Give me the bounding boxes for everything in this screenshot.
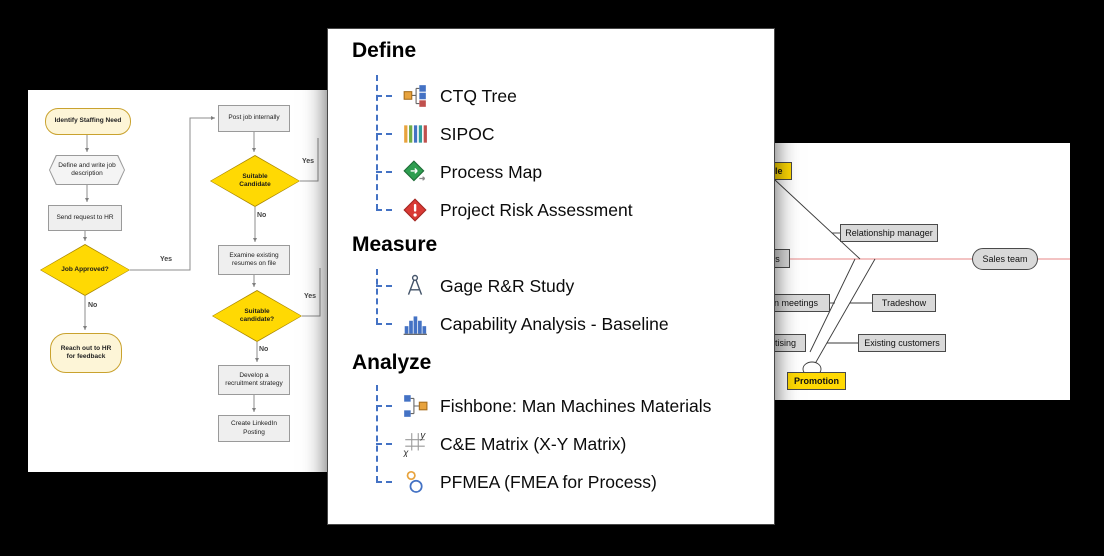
tree-line bbox=[376, 269, 378, 324]
process-map-icon bbox=[402, 159, 428, 185]
tool-item-ctq-tree[interactable]: CTQ Tree bbox=[376, 77, 760, 115]
section-heading-measure: Measure bbox=[352, 233, 438, 256]
tool-item-label: C&E Matrix (X-Y Matrix) bbox=[440, 433, 627, 454]
flow-node-suitable-candidate[interactable]: Suitable Candidate bbox=[210, 155, 300, 207]
flowchart-panel: Identify Staffing Need Define and write … bbox=[28, 90, 358, 472]
gage-rr-icon bbox=[402, 273, 428, 299]
branch-label-yes: Yes bbox=[302, 158, 315, 165]
tool-item-capability-analysis[interactable]: Capability Analysis - Baseline bbox=[376, 305, 760, 343]
tool-item-project-risk-assessment[interactable]: Project Risk Assessment bbox=[376, 191, 760, 229]
tool-item-label: Fishbone: Man Machines Materials bbox=[440, 395, 712, 416]
tool-item-process-map[interactable]: Process Map bbox=[376, 153, 760, 191]
tree-branch bbox=[376, 443, 392, 445]
tree-branch bbox=[376, 481, 392, 483]
tree-branch bbox=[376, 209, 392, 211]
fishbone-node-relationship-manager[interactable]: Relationship manager bbox=[840, 224, 938, 242]
tool-item-label: CTQ Tree bbox=[440, 85, 517, 106]
tool-item-gage-rr-study[interactable]: Gage R&R Study bbox=[376, 267, 760, 305]
tree-line bbox=[376, 385, 378, 482]
tree-line bbox=[376, 75, 378, 210]
flow-node-examine-resumes[interactable]: Examine existing resumes on file bbox=[218, 245, 290, 275]
fishbone-panel: ple Relationship manager ers Sales team … bbox=[755, 143, 1070, 400]
tool-item-fishbone[interactable]: Fishbone: Man Machines Materials bbox=[376, 387, 760, 425]
toolbox-panel: Define CTQ Tree bbox=[327, 28, 775, 525]
fishbone-node-tradeshow[interactable]: Tradeshow bbox=[872, 294, 936, 312]
fishbone-node-promotion[interactable]: Promotion bbox=[787, 372, 846, 390]
flow-node-develop-strategy[interactable]: Develop a recruitment strategy bbox=[218, 365, 290, 395]
tree-branch bbox=[376, 323, 392, 325]
tool-item-ce-matrix[interactable]: χ y C&E Matrix (X-Y Matrix) bbox=[376, 425, 760, 463]
tool-item-label: Capability Analysis - Baseline bbox=[440, 313, 669, 334]
svg-text:χ: χ bbox=[402, 448, 409, 457]
tool-item-pfmea[interactable]: PFMEA (FMEA for Process) bbox=[376, 463, 760, 501]
section-heading-analyze: Analyze bbox=[352, 351, 432, 374]
tool-item-label: PFMEA (FMEA for Process) bbox=[440, 471, 657, 492]
branch-label-yes: Yes bbox=[304, 293, 317, 300]
ctq-tree-icon bbox=[402, 83, 428, 109]
risk-assessment-icon bbox=[402, 197, 428, 223]
flow-node-suitable-candidate-2[interactable]: Suitable candidate? bbox=[212, 290, 302, 342]
tree-branch bbox=[376, 133, 392, 135]
branch-label-no: No bbox=[259, 346, 269, 353]
flow-node-reach-out-hr[interactable]: Reach out to HR for feedback bbox=[50, 333, 122, 373]
section-heading-define: Define bbox=[352, 39, 417, 62]
tool-item-label: Project Risk Assessment bbox=[440, 199, 633, 220]
ce-matrix-icon: χ y bbox=[402, 431, 428, 457]
flow-node-send-request-hr[interactable]: Send request to HR bbox=[48, 205, 122, 231]
capability-analysis-icon bbox=[402, 311, 428, 337]
branch-label-no: No bbox=[88, 302, 98, 309]
fishbone-lines bbox=[755, 179, 1070, 377]
tool-item-sipoc[interactable]: SIPOC bbox=[376, 115, 760, 153]
tool-item-label: SIPOC bbox=[440, 123, 495, 144]
fishbone-icon bbox=[402, 393, 428, 419]
branch-label-yes: Yes bbox=[160, 256, 173, 263]
tree-branch bbox=[376, 405, 392, 407]
tree-branch bbox=[376, 95, 392, 97]
flow-node-define-job-description[interactable]: Define and write job description bbox=[49, 155, 125, 185]
sipoc-icon bbox=[402, 121, 428, 147]
tree-branch bbox=[376, 285, 392, 287]
fishbone-node-existing-customers[interactable]: Existing customers bbox=[858, 334, 946, 352]
flow-node-job-approved[interactable]: Job Approved? bbox=[40, 244, 130, 296]
branch-label-no: No bbox=[257, 212, 267, 219]
flow-node-post-job-internally[interactable]: Post job internally bbox=[218, 105, 290, 132]
pfmea-icon bbox=[402, 469, 428, 495]
fishbone-node-sales-team[interactable]: Sales team bbox=[972, 248, 1038, 270]
flow-node-identify-staffing-need[interactable]: Identify Staffing Need bbox=[45, 108, 131, 135]
tool-item-label: Gage R&R Study bbox=[440, 275, 575, 296]
tool-item-label: Process Map bbox=[440, 161, 543, 182]
flow-node-linkedin-posting[interactable]: Create LinkedIn Posting bbox=[218, 415, 290, 442]
svg-text:y: y bbox=[419, 431, 426, 442]
tree-branch bbox=[376, 171, 392, 173]
